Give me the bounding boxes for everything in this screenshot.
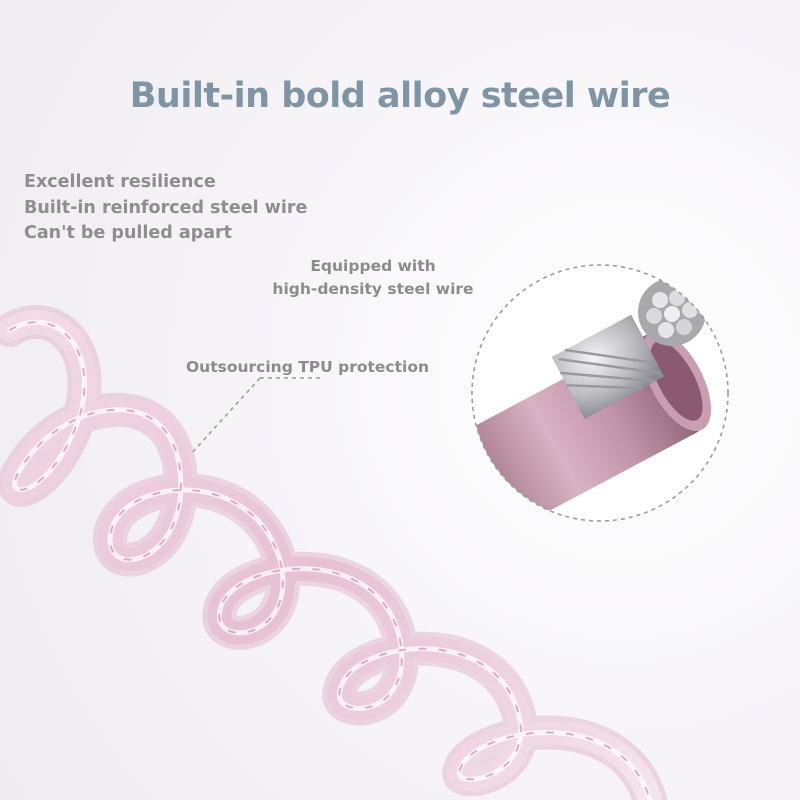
feature-item: Built-in reinforced steel wire bbox=[24, 197, 308, 218]
feature-item: Can't be pulled apart bbox=[24, 223, 233, 243]
steel-strands bbox=[638, 278, 706, 346]
steel-wire-callout-line2: high-density steel wire bbox=[272, 280, 474, 298]
tpu-callout: Outsourcing TPU protection bbox=[186, 358, 430, 376]
cross-section-magnifier bbox=[471, 264, 729, 522]
steel-wire-callout: Equipped with high-density steel wire bbox=[262, 255, 484, 301]
feature-item: Excellent resilience bbox=[24, 172, 216, 192]
page-title: Built-in bold alloy steel wire bbox=[129, 76, 671, 116]
coiled-cable bbox=[0, 305, 667, 800]
steel-wire-callout-line1: Equipped with bbox=[310, 257, 436, 275]
feature-list: Excellent resilience Built-in reinforced… bbox=[24, 170, 307, 247]
leader-lines bbox=[189, 377, 320, 456]
